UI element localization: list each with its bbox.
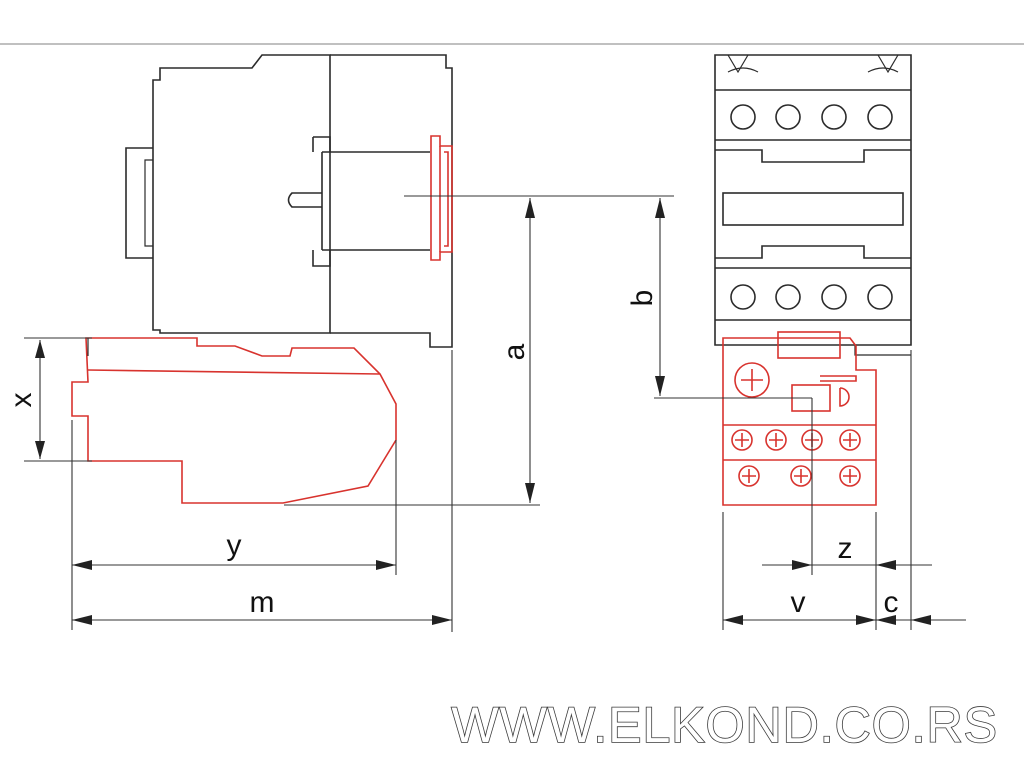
contactor-side-view (125, 54, 453, 348)
label-c: c (884, 586, 899, 619)
dimension-lines (24, 195, 966, 632)
dimension-labels: x y m a b z v c (5, 290, 899, 619)
relay-front-view (722, 331, 877, 506)
label-x: x (5, 393, 38, 408)
contactor-front-view (714, 54, 912, 356)
label-y: y (227, 529, 242, 562)
label-v: v (791, 586, 806, 619)
label-m: m (250, 586, 275, 619)
label-b: b (626, 290, 659, 307)
watermark: WWW.ELKOND.CO.RS (451, 697, 998, 753)
label-a: a (498, 343, 531, 360)
label-z: z (838, 532, 853, 565)
relay-side-view (71, 337, 397, 504)
